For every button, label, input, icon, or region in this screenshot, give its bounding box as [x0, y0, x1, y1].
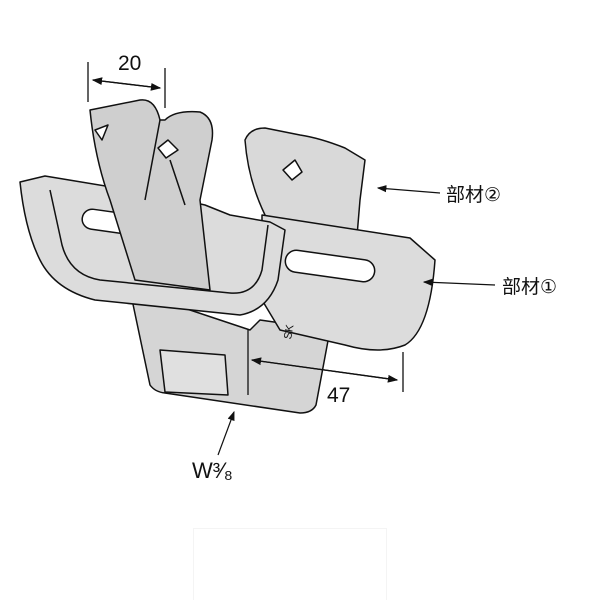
dimension-47-label: 47: [327, 384, 351, 407]
dimension-20-label: 20: [118, 52, 142, 75]
nut-block: [159, 349, 229, 396]
faint-frame: [193, 528, 387, 600]
leader-member-2: [376, 185, 441, 194]
tongue-notch-2: [157, 139, 179, 159]
leader-thread: [217, 410, 235, 456]
dimension-47: [247, 330, 404, 395]
u-bracket-inner: [49, 189, 269, 294]
member-2-notch: [282, 159, 303, 181]
tongue-notch-1: [94, 124, 109, 141]
dimension-20: [87, 62, 166, 108]
member-2-label: 部材②: [446, 185, 502, 206]
member-1-label: 部材①: [502, 277, 558, 298]
member-1-slot: [284, 249, 376, 283]
sk-stamp: SK: [282, 323, 297, 341]
tongue-fold: [144, 119, 186, 206]
front-tongue: [89, 99, 214, 291]
leader-member-1: [422, 278, 496, 286]
member-1-bracket: [261, 214, 436, 351]
thread-size-label: W³⁄₈: [192, 458, 233, 483]
